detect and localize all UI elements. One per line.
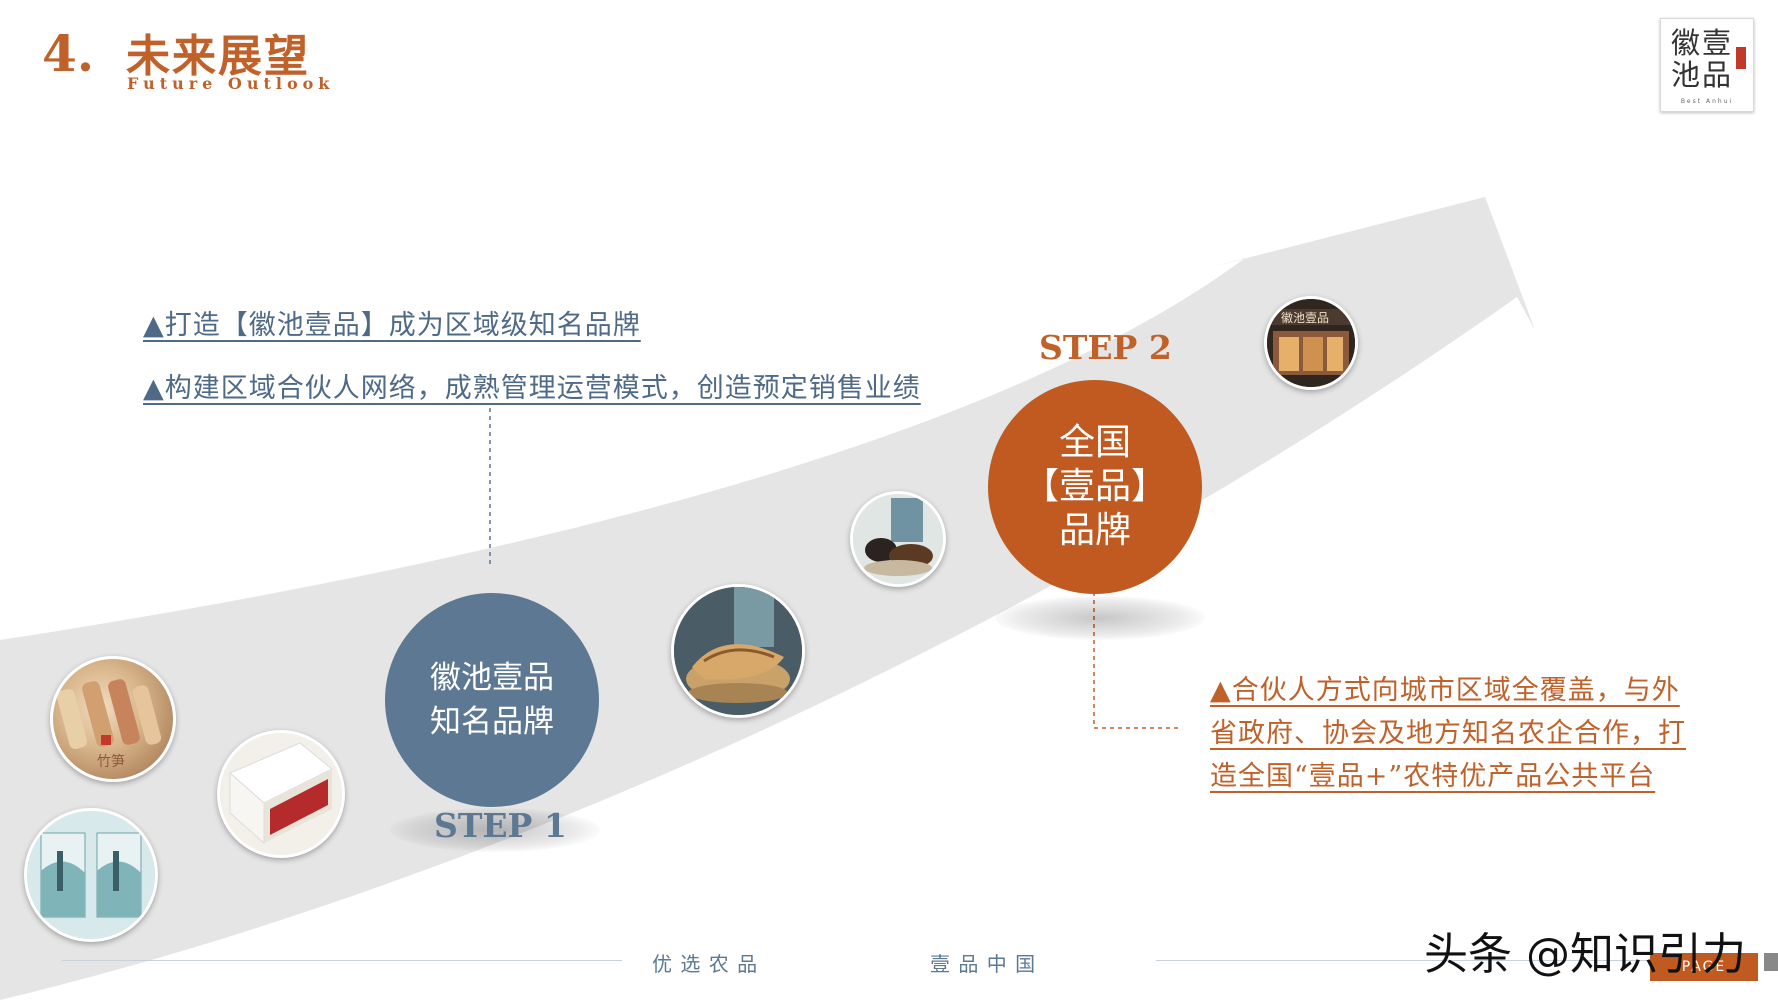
- footer-line-right: [1156, 960, 1650, 961]
- section-number: 4.: [42, 24, 95, 83]
- goal-bullet-2: ▲构建区域合伙人网络，成熟管理运营模式，创造预定销售业绩: [143, 373, 921, 404]
- goal-bullet-5: 造全国“壹品+”农特优产品公共平台: [1210, 761, 1656, 792]
- gift-box-photo: [217, 730, 345, 858]
- gift-box-image: [220, 733, 342, 855]
- step1-circle-line2: 知名品牌: [430, 704, 554, 740]
- step1-circle-line1: 徽池壹品: [430, 660, 554, 696]
- connector-step2: [1093, 592, 1180, 729]
- footer-slogan-right: 壹 品 中 国: [930, 952, 1037, 976]
- step2-shadow: [995, 596, 1205, 640]
- logo-seal-icon: [1736, 47, 1746, 69]
- bamboo-shoot-image: [56, 679, 162, 749]
- page-tick: [1764, 953, 1778, 971]
- packaged-products-photo: [24, 808, 158, 942]
- step1-label: STEP 1: [434, 806, 567, 845]
- store-front-photo: 徽池壹品: [1264, 296, 1358, 390]
- watermark-text: 头条 @知识引力: [1424, 929, 1746, 980]
- brand-logo: 徽壹池品 Best Anhui: [1660, 18, 1754, 112]
- step2-circle-line1: 全国: [1058, 422, 1131, 463]
- page-tag: PAGE: [1650, 953, 1758, 981]
- logo-text: 徽壹池品: [1671, 26, 1734, 92]
- step1-shadow: [390, 808, 600, 852]
- goal-bullet-3: ▲合伙人方式向城市区域全覆盖，与外: [1210, 675, 1680, 706]
- step2-circle-line3: 品牌: [1058, 510, 1131, 551]
- page-title: 未来展望: [126, 31, 310, 82]
- step1-circle: 徽池壹品 知名品牌: [385, 593, 599, 807]
- step2-circle-line2: 【壹品】: [1022, 466, 1167, 507]
- page-subtitle: Future Outlook: [127, 74, 335, 93]
- logo-subtext: Best Anhui: [1680, 98, 1734, 105]
- step2-circle: 全国 【壹品】 品牌: [988, 380, 1202, 594]
- footer-line-left: [62, 960, 622, 961]
- goal-bullet-1: ▲打造【徽池壹品】成为区域级知名品牌: [143, 310, 641, 341]
- store-front-image: [1267, 299, 1355, 387]
- step2-label: STEP 2: [1039, 328, 1172, 367]
- bamboo-shoot-photo: 竹笋: [50, 656, 176, 782]
- store-sign-text: 徽池壹品: [1281, 311, 1330, 325]
- baked-food-photo: [671, 584, 805, 718]
- dried-goods-photo: [850, 491, 946, 587]
- baked-food-image: [674, 587, 802, 715]
- dried-goods-image: [853, 494, 943, 584]
- footer-slogan-left: 优 选 农 品: [652, 952, 759, 976]
- packaged-products-image: [27, 811, 155, 939]
- goal-bullet-4: 省政府、协会及地方知名农企合作，打: [1210, 718, 1686, 749]
- bamboo-caption: 竹笋: [97, 754, 125, 770]
